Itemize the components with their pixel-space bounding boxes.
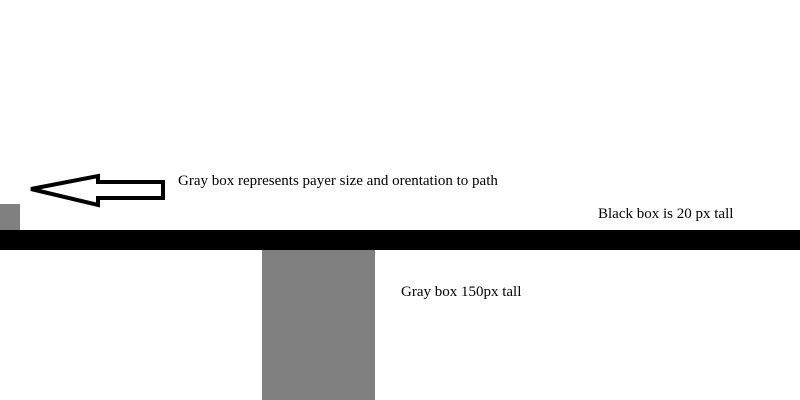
arrow-outline (30, 173, 165, 208)
black-box-annotation: Black box is 20 px tall (598, 206, 734, 222)
black-path-bar (0, 230, 800, 250)
left-arrow-icon (30, 173, 165, 208)
tall-gray-box (262, 250, 375, 400)
player-box-annotation: Gray box represents payer size and orent… (178, 173, 498, 189)
gray-box-annotation: Gray box 150px tall (401, 284, 522, 300)
